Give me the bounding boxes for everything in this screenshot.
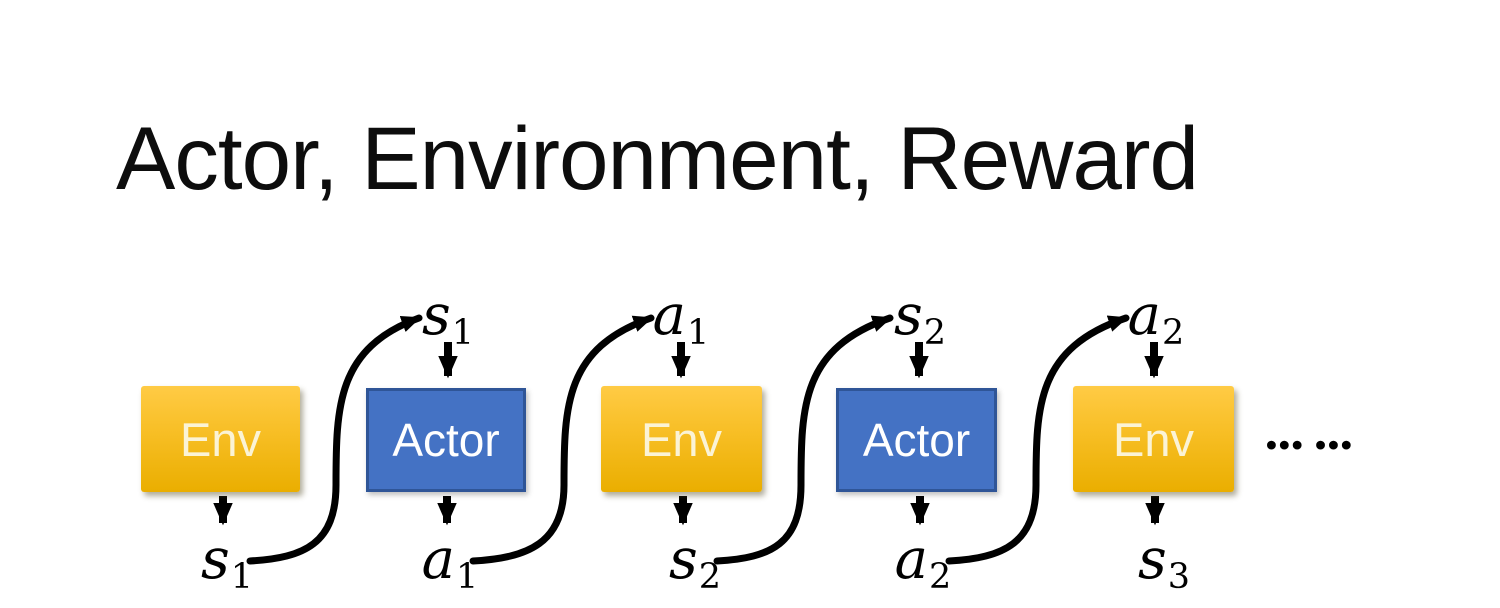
math-subscript: 2 — [929, 557, 952, 597]
top-label-a1: a1 — [653, 288, 710, 351]
continuation-dots: ••• ••• — [1266, 427, 1354, 462]
env-box-1: Env — [141, 386, 300, 492]
math-subscript: 1 — [451, 313, 475, 353]
feedback-curve-arrow — [945, 314, 1130, 565]
bottom-label-s3: s3 — [1138, 532, 1190, 595]
math-subscript: 1 — [230, 557, 254, 597]
math-variable: a — [1127, 283, 1162, 348]
math-subscript: 1 — [456, 557, 479, 597]
bottom-label-s1: s1 — [201, 532, 253, 595]
actor-box-4: Actor — [836, 388, 997, 492]
top-label-a2: a2 — [1128, 288, 1185, 351]
feedback-curve-arrow — [246, 314, 423, 565]
math-subscript: 2 — [923, 313, 947, 353]
math-subscript: 2 — [1162, 313, 1185, 353]
math-subscript: 3 — [1167, 557, 1191, 597]
math-variable: s — [893, 283, 923, 348]
math-subscript: 1 — [687, 313, 710, 353]
actor-box-label: Actor — [862, 414, 971, 466]
env-box-3: Env — [601, 386, 762, 492]
math-variable: s — [200, 527, 230, 592]
feedback-curve-arrow — [713, 314, 894, 565]
math-subscript: 2 — [698, 557, 722, 597]
bottom-label-a1: a1 — [422, 532, 479, 595]
top-label-s2: s2 — [894, 288, 946, 351]
feedback-curve-arrow — [469, 314, 655, 565]
math-variable: a — [421, 527, 456, 592]
math-variable: s — [668, 527, 698, 592]
actor-box-2: Actor — [366, 388, 526, 492]
env-box-5: Env — [1073, 386, 1234, 492]
bottom-label-s2: s2 — [669, 532, 721, 595]
env-box-label: Env — [641, 412, 722, 466]
top-label-s1: s1 — [422, 288, 474, 351]
bottom-label-a2: a2 — [895, 532, 952, 595]
math-variable: s — [421, 283, 451, 348]
math-variable: a — [894, 527, 929, 592]
math-variable: s — [1137, 527, 1167, 592]
env-box-label: Env — [1113, 412, 1194, 466]
env-box-label: Env — [180, 412, 261, 466]
actor-box-label: Actor — [392, 414, 500, 466]
slide-title: Actor, Environment, Reward — [116, 108, 1199, 208]
math-variable: a — [652, 283, 687, 348]
